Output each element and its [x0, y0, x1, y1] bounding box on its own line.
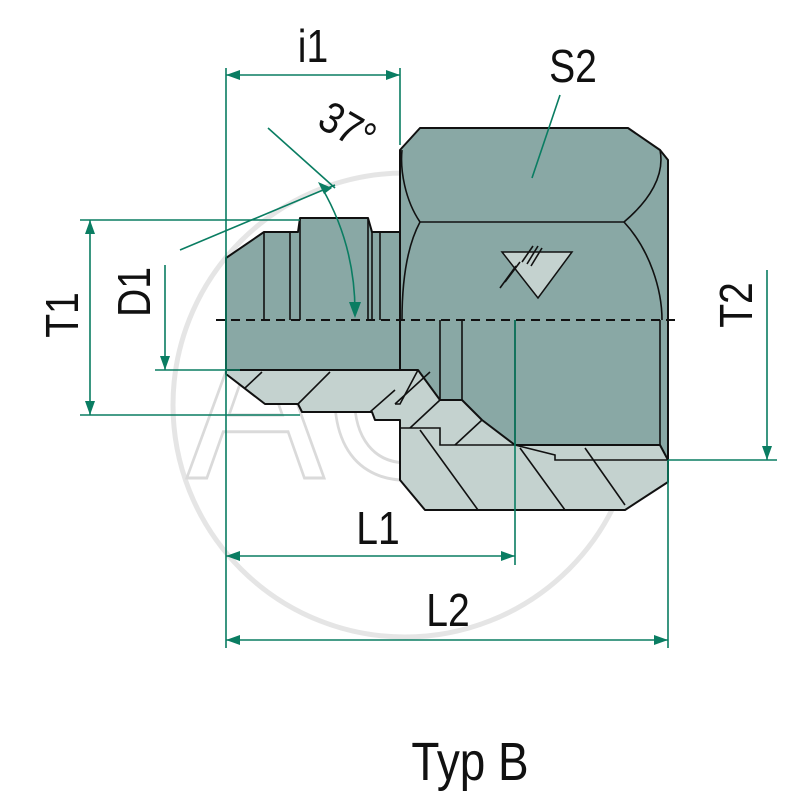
label-l2: L2: [426, 585, 469, 637]
label-t1: T1: [37, 292, 89, 338]
label-l1: L1: [356, 503, 399, 555]
section-hatch: [225, 369, 669, 511]
manufacturer-logo: [499, 245, 574, 300]
label-s2: S2: [549, 41, 597, 93]
label-i1: i1: [298, 21, 328, 73]
label-d1: D1: [109, 267, 161, 317]
caption: Typ B: [411, 732, 528, 792]
dimension-lines: [80, 68, 777, 648]
label-t2: T2: [711, 282, 763, 328]
label-angle: 37°: [311, 91, 385, 162]
